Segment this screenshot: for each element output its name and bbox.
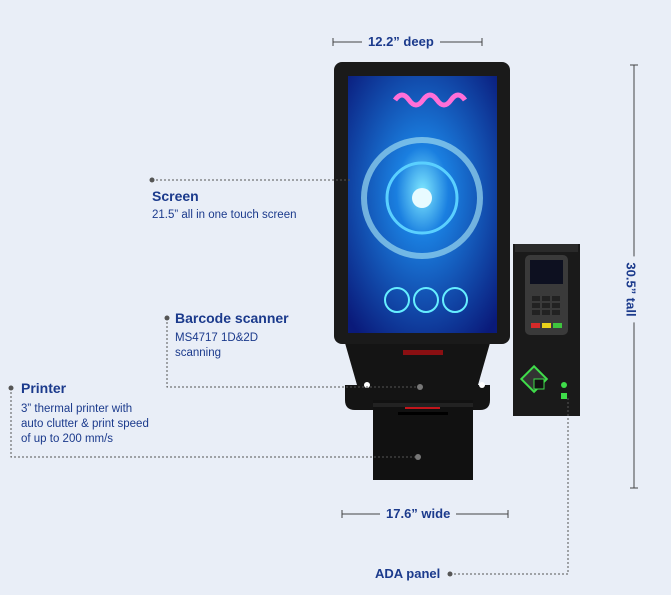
callout-lines: [10, 179, 569, 575]
ada-callout-dot: [447, 571, 453, 577]
printer-desc-line: auto clutter & print speed: [21, 418, 149, 430]
ada-title: ADA panel: [375, 566, 441, 581]
printer-desc-line: 3” thermal printer with: [21, 403, 133, 415]
screen-title: Screen: [152, 188, 199, 204]
scanner-desc-line: MS4717 1D&2D: [175, 332, 259, 344]
depth-dimension-label: 12.2” deep: [362, 34, 440, 49]
scanner-desc-line: scanning: [175, 347, 222, 359]
scanner-title: Barcode scanner: [175, 310, 289, 326]
printer-desc-line: of up to 200 mm/s: [21, 433, 114, 445]
screen-desc: 21.5” all in one touch screen: [152, 209, 297, 221]
scanner-callout-dot: [164, 315, 170, 321]
screen-callout-dot: [149, 177, 155, 183]
kiosk-illustration: [334, 62, 580, 480]
width-dimension-label: 17.6” wide: [380, 506, 457, 521]
printer-title: Printer: [21, 380, 67, 396]
ada-panel: [519, 364, 567, 399]
printer-callout-dot: [8, 385, 14, 391]
height-dimension-label: 30.5” tall: [623, 256, 639, 323]
